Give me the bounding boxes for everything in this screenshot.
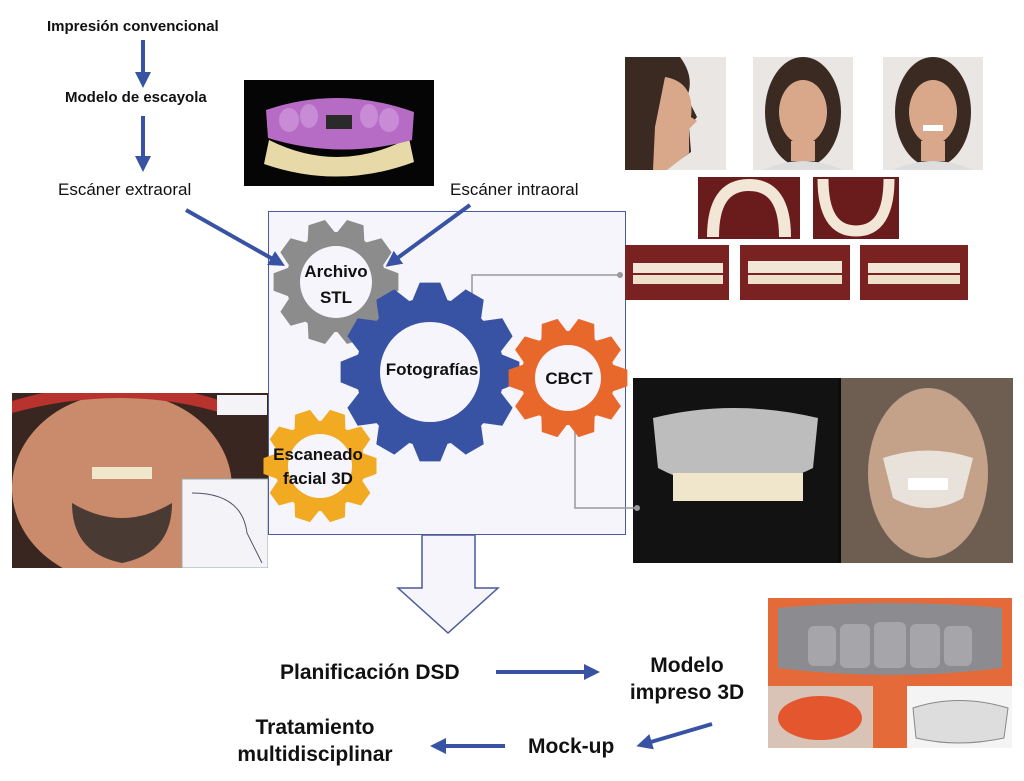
frontal-photo [753, 57, 853, 170]
cbct-scan-photo [633, 378, 1013, 563]
gear-stl-line2: STL [319, 288, 353, 307]
model-line2: impreso 3D [629, 681, 745, 705]
facial-scan-photo [12, 393, 268, 568]
model-line1: Modelo [650, 654, 724, 677]
label-impresion-convencional: Impresión convencional [47, 18, 219, 35]
lower-arch-photo [813, 177, 899, 239]
upper-arch-photo [698, 177, 800, 239]
label-planificacion-dsd: Planificación DSD [280, 661, 460, 684]
treatment-line1: Tratamiento [255, 716, 375, 739]
connector-photos [471, 274, 620, 324]
gear-label-facial: Escaneado facial 3D [272, 443, 364, 491]
treatment-line2: multidisciplinar [237, 743, 393, 767]
down-block-arrow [396, 534, 500, 635]
gear-label-cbct: CBCT [545, 369, 593, 388]
arrow-intraoral-to-stl [385, 203, 472, 267]
connector-cbct [574, 424, 637, 509]
gear-stl-line1: Archivo [304, 262, 368, 281]
profile-photo [625, 57, 726, 170]
label-escaner-intraoral: Escáner intraoral [450, 180, 579, 199]
label-tratamiento: Tratamiento multidisciplinar [225, 714, 405, 769]
label-mockup: Mock-up [528, 735, 615, 758]
gear-cbct [508, 318, 628, 438]
frontal-occlusion-photo [740, 245, 850, 300]
gear-facial [263, 409, 377, 523]
printed-model-photo [768, 598, 1012, 748]
gear-photos [340, 282, 520, 462]
gear-facial-line1: Escaneado [273, 445, 363, 464]
workflow-panel [268, 211, 626, 535]
gear-facial-line2: facial 3D [283, 469, 353, 488]
right-occlusion-photo [625, 245, 729, 300]
gear-label-photos: Fotografías [385, 360, 479, 379]
left-occlusion-photo [860, 245, 968, 300]
smile-photo [883, 57, 983, 170]
label-modelo-escayola: Modelo de escayola [65, 89, 207, 106]
arrow-model-to-mockup [636, 722, 713, 750]
gear-label-stl: Archivo STL [292, 259, 380, 311]
dental-model-photo [244, 80, 434, 186]
gear-stl [273, 220, 399, 344]
label-escaner-extraoral: Escáner extraoral [58, 180, 192, 199]
arrow-extraoral-to-stl [185, 208, 285, 266]
label-modelo-impreso: Modelo impreso 3D [612, 652, 762, 707]
